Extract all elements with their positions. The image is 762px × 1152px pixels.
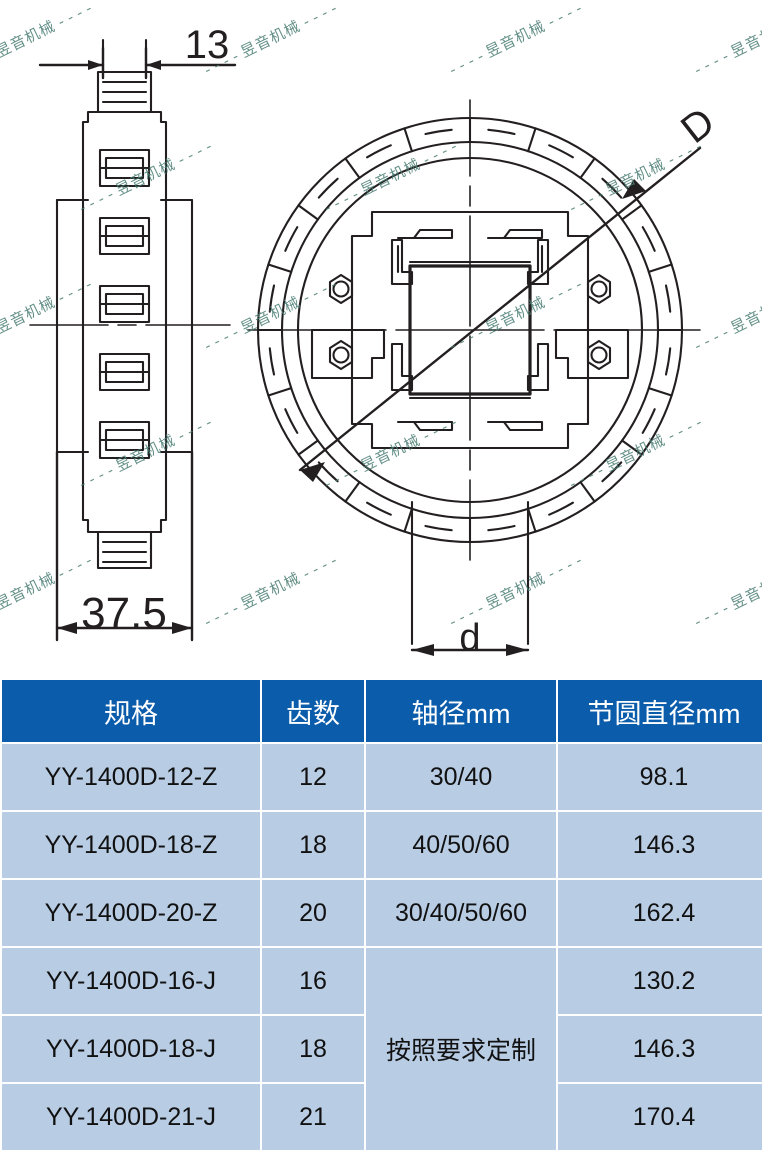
column-header-shaft-diameter: 轴径mm <box>364 678 558 744</box>
cell-pitch-diameter: 146.3 <box>556 1014 762 1084</box>
internal-slots <box>390 238 550 392</box>
cell-teeth: 21 <box>260 1082 366 1152</box>
dimension-label-d: d <box>459 617 480 659</box>
cell-spec: YY-1400D-21-J <box>0 1082 262 1152</box>
cell-pitch-diameter: 130.2 <box>556 946 762 1016</box>
cell-teeth: 18 <box>260 1014 366 1084</box>
cell-pitch-diameter: 162.4 <box>556 878 762 948</box>
cell-spec: YY-1400D-18-J <box>0 1014 262 1084</box>
cell-pitch-diameter: 170.4 <box>556 1082 762 1152</box>
cell-shaft-diameter: 30/40/50/60 <box>364 878 558 948</box>
cell-shaft-diameter: 30/40 <box>364 742 558 812</box>
column-header-teeth: 齿数 <box>260 678 366 744</box>
dimension-label-37-5: 37.5 <box>81 589 167 638</box>
column-header-spec: 规格 <box>0 678 262 744</box>
cell-spec: YY-1400D-16-J <box>0 946 262 1016</box>
cell-spec: YY-1400D-20-Z <box>0 878 262 948</box>
hex-bolts <box>328 273 612 371</box>
technical-drawing-area: 13 37.5 D d <box>29 23 723 659</box>
cell-pitch-diameter: 98.1 <box>556 742 762 812</box>
side-profile-view <box>55 38 194 570</box>
cell-spec: YY-1400D-12-Z <box>0 742 262 812</box>
cell-spec: YY-1400D-18-Z <box>0 810 262 880</box>
dimension-D-leader <box>298 146 702 472</box>
drawing-svg: 13 37.5 D d <box>29 23 723 659</box>
cell-teeth: 18 <box>260 810 366 880</box>
dimension-label-13: 13 <box>185 23 230 67</box>
column-header-pitch-diameter: 节圆直径mm <box>556 678 762 744</box>
cell-pitch-diameter: 146.3 <box>556 810 762 880</box>
cell-teeth: 16 <box>260 946 366 1016</box>
dimension-label-D: D <box>673 100 723 152</box>
cell-shaft-diameter-merged: 按照要求定制 <box>364 946 558 1152</box>
cell-teeth: 20 <box>260 878 366 948</box>
dimension-37-5 <box>55 450 194 642</box>
cell-shaft-diameter: 40/50/60 <box>364 810 558 880</box>
table-header-row: 规格 齿数 轴径mm 节圆直径mm <box>0 678 762 744</box>
cell-teeth: 12 <box>260 742 366 812</box>
